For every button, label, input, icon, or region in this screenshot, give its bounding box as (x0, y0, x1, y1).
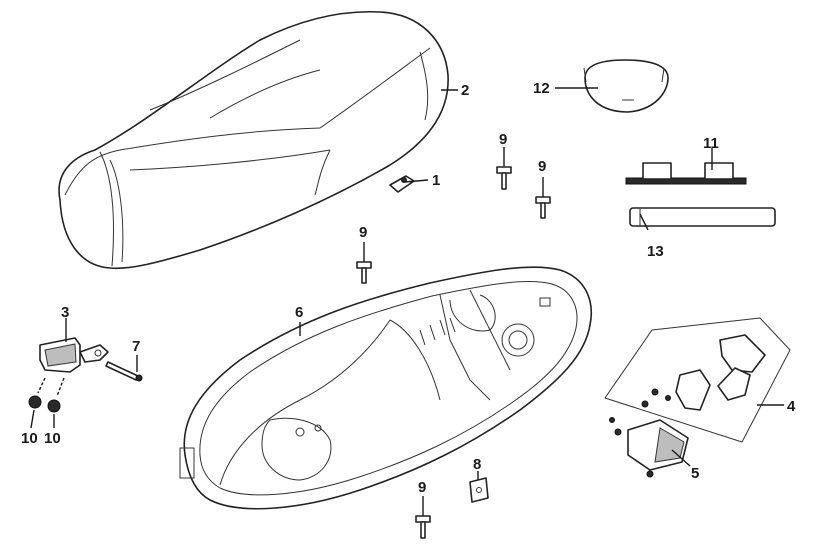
callout-9c: 9 (359, 224, 367, 241)
seat-lock-icon (389, 175, 415, 193)
callout-11: 11 (703, 135, 719, 152)
callout-4: 4 (787, 398, 796, 415)
clip-icon (469, 477, 489, 503)
seat-hinge-icon (39, 337, 109, 373)
callout-9a: 9 (499, 131, 507, 148)
callout-13: 13 (647, 243, 664, 260)
bolt-icon (105, 361, 143, 382)
callout-10a: 10 (21, 430, 38, 447)
latch-assembly-icon (604, 317, 791, 443)
seat-icon (58, 10, 449, 270)
bracket-icon (625, 162, 747, 185)
callout-1: 1 (432, 172, 440, 189)
seat-lock-icon (609, 417, 689, 478)
callout-8: 8 (473, 456, 481, 473)
rubber-tube-icon (629, 207, 776, 227)
helmet-box-icon (179, 266, 592, 510)
callout-5: 5 (691, 465, 699, 482)
callout-labels: 1 2 3 4 5 6 7 8 9 9 9 9 10 10 11 12 13 (21, 80, 796, 496)
callout-3: 3 (61, 304, 69, 321)
leader-lines (65, 87, 784, 516)
callout-6: 6 (295, 304, 303, 321)
callout-2: 2 (461, 82, 469, 99)
callout-12: 12 (533, 80, 550, 97)
leader-lines-nuts (30, 409, 55, 429)
callout-7: 7 (132, 338, 140, 355)
callout-9b: 9 (538, 158, 546, 175)
callout-10b: 10 (44, 430, 61, 447)
nut-icon (28, 377, 65, 413)
lamp-icon (583, 59, 669, 113)
callout-9d: 9 (418, 479, 426, 496)
